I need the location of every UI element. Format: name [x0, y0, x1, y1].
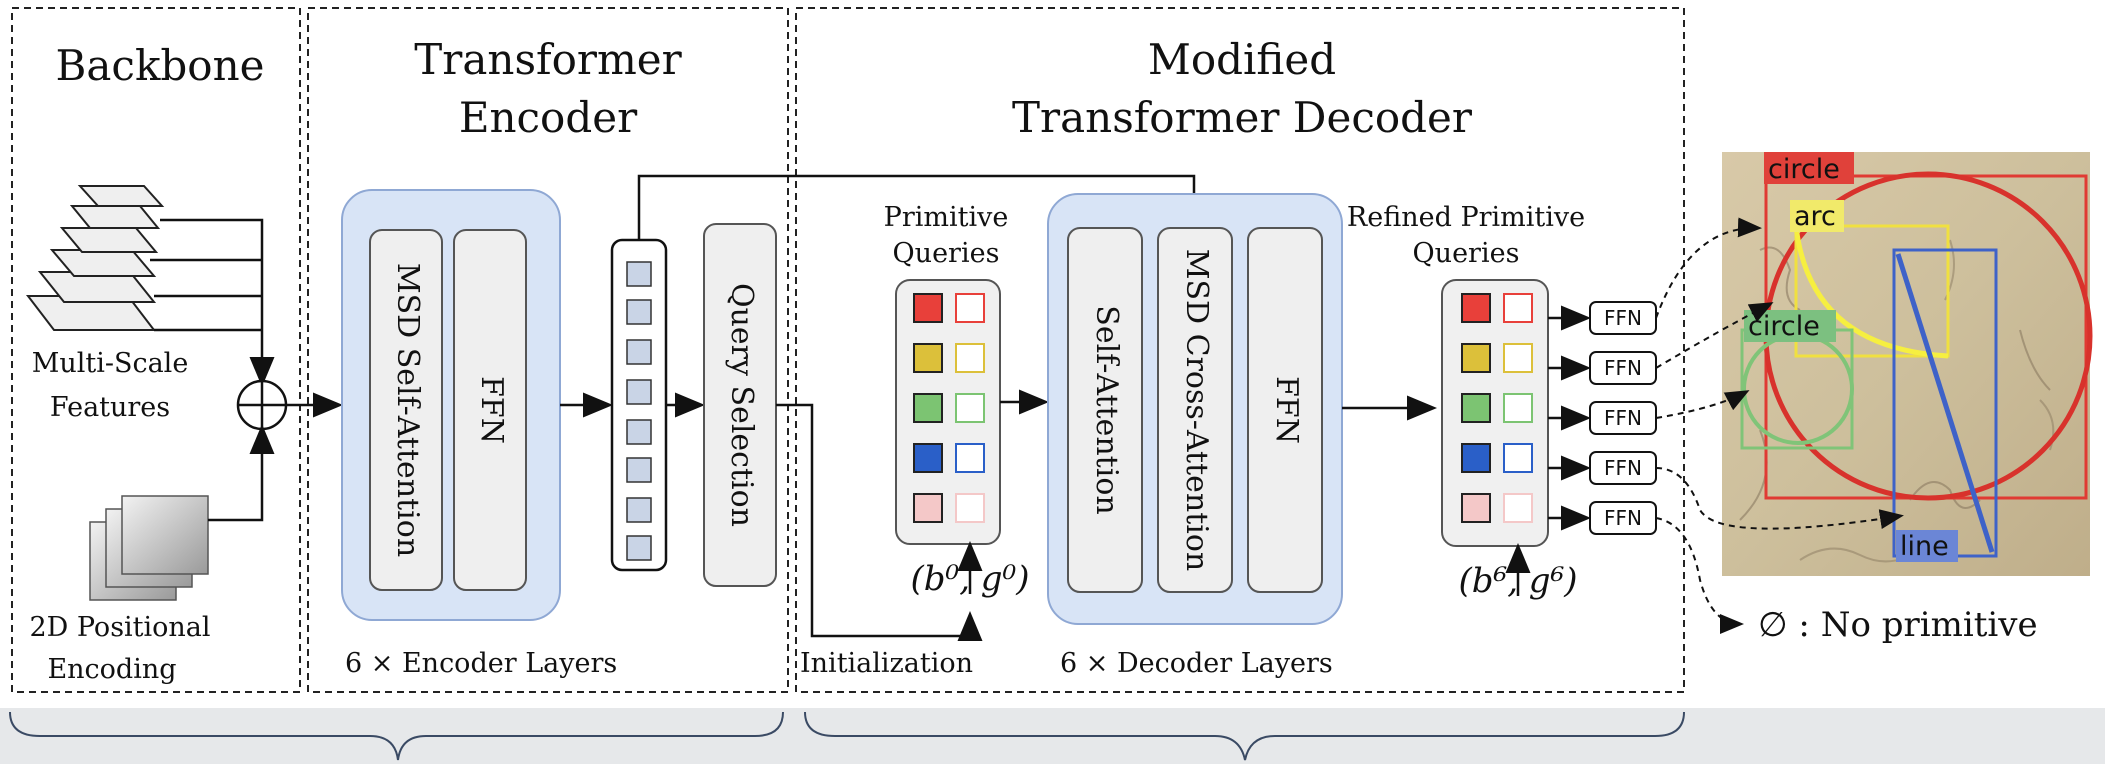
primitive-query-position-cell — [955, 343, 985, 373]
circle-tag: circle — [1768, 154, 1840, 185]
encoder-title-line1: Transformer — [414, 35, 682, 84]
encoder-ffn-block — [453, 229, 527, 591]
features-connector — [160, 218, 264, 402]
pred-arrow-circle — [1655, 302, 1774, 369]
refined-query-content-cell — [1461, 393, 1491, 423]
refined-math-label: (b⁶, g⁶) — [1459, 561, 1578, 601]
encoder-layers-label: 6 × Encoder Layers — [345, 648, 617, 679]
line-tag: line — [1900, 531, 1949, 562]
pos-label-line2: Encoding — [47, 654, 176, 685]
initialization-arrow — [776, 403, 983, 641]
decoder-ffn-label: FFN — [1269, 376, 1304, 444]
refined-query-position-cell — [1503, 343, 1533, 373]
primitive-queries-label-line2: Queries — [893, 238, 1000, 269]
initialization-label: Initialization — [800, 648, 973, 679]
token-cells — [626, 261, 652, 561]
decoder-frame — [795, 7, 1685, 693]
ffn-head-label: FFN — [1604, 356, 1642, 380]
ffn-head-label: FFN — [1604, 506, 1642, 530]
msd-cross-attention-block — [1157, 227, 1233, 593]
no-primitive-label: ∅ : No primitive — [1758, 605, 2038, 645]
refined-query-position-cell — [1503, 293, 1533, 323]
decoder-layers-label: 6 × Decoder Layers — [1060, 648, 1333, 679]
backbone-title: Backbone — [56, 41, 265, 90]
multi-scale-features-icon — [25, 185, 165, 331]
arc-tag: arc — [1794, 201, 1836, 232]
decoder-title-line1: Modified — [1148, 35, 1336, 84]
decoder-ffn-block — [1247, 227, 1323, 593]
refined-query-content-cell — [1461, 443, 1491, 473]
primitive-query-content-cell — [913, 393, 943, 423]
self-attention-label: Self-Attention — [1089, 305, 1124, 514]
encoder-ffn-label: FFN — [474, 376, 509, 444]
circle-tag-bg — [1764, 152, 1854, 184]
refined-queries-label-line1: Refined Primitive — [1347, 202, 1585, 233]
primitive-query-cells — [913, 293, 985, 523]
refined-query-position-cell — [1503, 443, 1533, 473]
pos-encoding-connector — [208, 424, 275, 522]
pred-arrow-line — [1655, 467, 1904, 530]
brace-left — [9, 711, 784, 761]
primitive-query-position-cell — [955, 293, 985, 323]
features-label-line1: Multi-Scale — [32, 348, 189, 379]
refined-query-content-cell — [1461, 343, 1491, 373]
detected-line — [1895, 253, 1995, 553]
pos-label-line1: 2D Positional — [29, 612, 210, 643]
brace-right — [804, 711, 1685, 761]
ffn-heads: FFN FFN FFN FFN FFN — [1548, 301, 1657, 535]
init-math-label: (b⁰, g⁰) — [911, 559, 1030, 599]
refined-queries-label-line2: Queries — [1413, 238, 1520, 269]
refined-query-position-cell — [1503, 393, 1533, 423]
msd-self-attention-block — [369, 229, 443, 591]
ffn-head-label: FFN — [1604, 456, 1642, 480]
arc-bbox — [1794, 224, 1950, 358]
msd-cross-attention-label: MSD Cross-Attention — [1179, 249, 1214, 572]
sum-node-icon — [236, 379, 288, 431]
decoder-title-line2: Transformer Decoder — [1012, 93, 1473, 142]
primitive-queries-label-line1: Primitive — [884, 202, 1009, 233]
refined-query-content-cell — [1461, 493, 1491, 523]
pred-arrow-small-circle — [1655, 390, 1750, 419]
line-tag-bg — [1896, 530, 1958, 562]
msd-self-attention-label: MSD Self-Attention — [390, 263, 425, 557]
arc-tag-bg — [1790, 200, 1844, 232]
query-selection-label: Query Selection — [724, 283, 759, 527]
detection-image: circle arc circle line — [1722, 152, 2093, 576]
small-circle-tag: circle — [1748, 311, 1820, 342]
refined-query-position-cell — [1503, 493, 1533, 523]
pred-arrow-arc — [1655, 217, 1762, 319]
primitive-query-position-cell — [955, 493, 985, 523]
primitive-query-content-cell — [913, 293, 943, 323]
pred-arrow-none — [1655, 517, 1744, 634]
primitive-query-content-cell — [913, 493, 943, 523]
primitive-query-position-cell — [955, 443, 985, 473]
primitive-query-content-cell — [913, 343, 943, 373]
features-label-line2: Features — [50, 392, 170, 423]
positional-encoding-icon — [89, 495, 209, 601]
refined-query-cells — [1461, 293, 1533, 523]
ffn-head-label: FFN — [1604, 306, 1642, 330]
primitive-query-content-cell — [913, 443, 943, 473]
self-attention-block — [1067, 227, 1143, 593]
detected-arc — [1793, 225, 1949, 359]
ffn-head-label: FFN — [1604, 406, 1642, 430]
refined-query-content-cell — [1461, 293, 1491, 323]
encoder-frame — [307, 7, 789, 693]
backbone-frame — [11, 7, 301, 693]
primitive-query-position-cell — [955, 393, 985, 423]
encoder-title-line2: Encoder — [459, 93, 638, 142]
